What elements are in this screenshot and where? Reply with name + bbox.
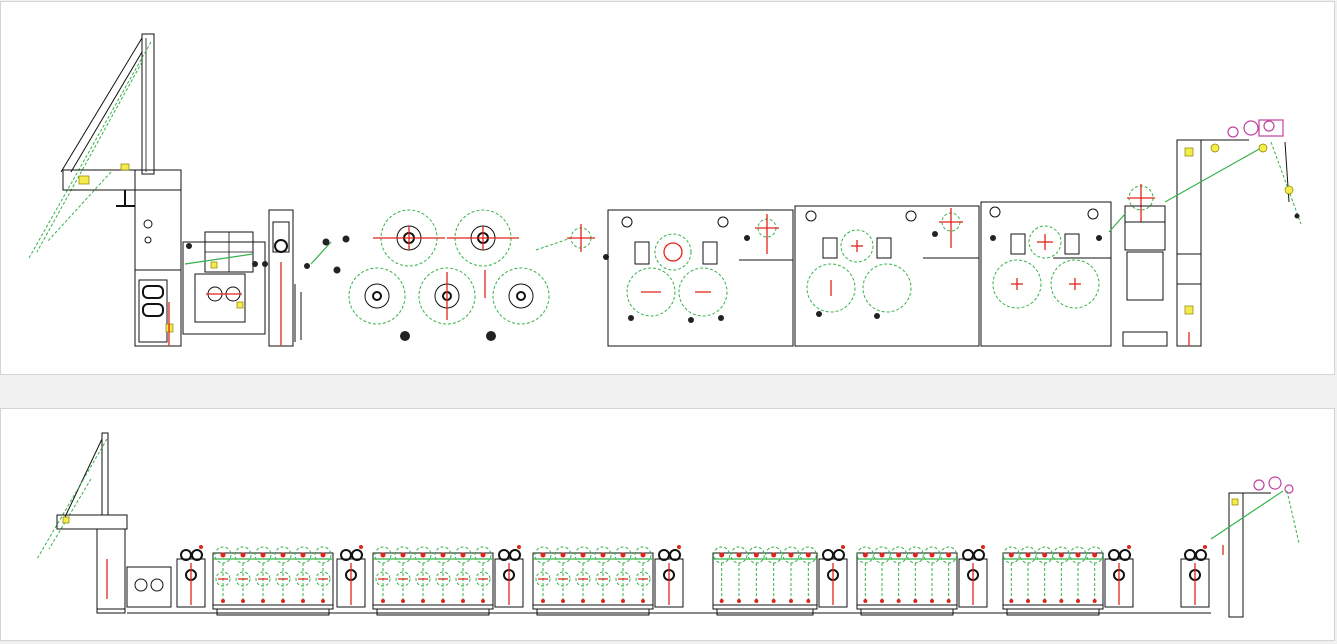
top-drawing-panel — [0, 1, 1335, 375]
take-up-winder-icon — [1164, 119, 1302, 347]
drying-cylinders-icon — [310, 209, 609, 341]
bottom-drawing-panel — [0, 408, 1335, 641]
feed-rollers-icon — [182, 209, 310, 347]
drying-cylinders-icon — [127, 545, 1211, 616]
tension-unit-icon — [1108, 184, 1168, 347]
enlarged-line-elevation — [28, 33, 1302, 347]
godet-stand-icon — [607, 201, 1112, 347]
full-line-elevation — [36, 432, 1300, 618]
creel-frame-icon — [28, 33, 182, 347]
take-up-winder-icon — [1210, 476, 1300, 618]
creel-frame-icon — [36, 432, 172, 614]
